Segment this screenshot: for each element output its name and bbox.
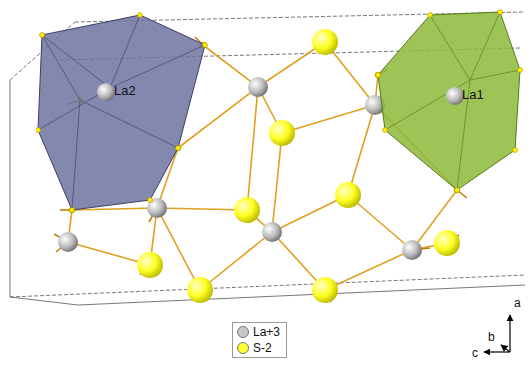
polyhedron-edge — [110, 45, 205, 88]
polyhedron-face — [38, 15, 205, 210]
sulfur-atom — [137, 252, 163, 278]
sulfur-vertex — [203, 43, 208, 48]
sulfur-vertex — [498, 10, 503, 15]
atom-label: La1 — [462, 87, 484, 102]
bond-line — [282, 105, 375, 133]
polyhedron-edge — [110, 15, 140, 88]
bond-line — [325, 250, 412, 290]
polyhedron-edge — [80, 100, 178, 148]
sulfur-atom — [312, 277, 338, 303]
lanthanum-atom — [97, 83, 115, 101]
sulfur-atom — [335, 182, 361, 208]
lanthanum-atom — [248, 77, 268, 97]
sulfur-vertex — [383, 128, 388, 133]
sulfur-vertex — [455, 188, 460, 193]
sulfur-vertex — [518, 68, 523, 73]
polyhedron-face — [378, 12, 520, 190]
sulfur-vertex — [148, 198, 153, 203]
legend-text: La+3 — [253, 325, 280, 339]
sulfur-atom — [187, 277, 213, 303]
legend-text: S-2 — [253, 341, 272, 355]
lanthanum-atom — [402, 240, 422, 260]
sulfur-vertex — [428, 13, 433, 18]
legend-swatch — [237, 326, 249, 338]
polyhedron-edge — [72, 100, 80, 210]
lanthanum-atom — [147, 198, 167, 218]
unit-cell — [10, 12, 525, 305]
sulfur-vertex — [36, 128, 41, 133]
axis-symbol — [484, 315, 510, 352]
coordination-polyhedron: La1 — [374, 8, 524, 194]
polyhedron-edge — [430, 15, 470, 80]
polyhedron-edge — [42, 35, 80, 100]
polyhedron-edge — [385, 80, 470, 130]
legend-box: La+3S-2 — [232, 322, 287, 358]
axis-label: c — [472, 346, 478, 360]
sulfur-vertex — [40, 33, 45, 38]
sulfur-vertex — [70, 208, 75, 213]
sulfur-atom — [434, 230, 460, 256]
axis-label: a — [514, 296, 521, 310]
legend-row: S-2 — [237, 340, 280, 356]
bond-line — [272, 133, 282, 232]
sulfur-vertex — [513, 148, 518, 153]
sulfur-vertex — [138, 13, 143, 18]
axis-label: b — [488, 330, 495, 344]
coordination-polyhedron: La2 — [36, 12, 208, 214]
sulfur-vertex — [376, 73, 381, 78]
sulfur-atom — [234, 197, 260, 223]
polyhedron-edge — [470, 70, 520, 80]
bond-line — [348, 105, 375, 195]
bond-line — [157, 208, 247, 210]
legend-swatch — [237, 342, 249, 354]
legend-row: La+3 — [237, 324, 280, 340]
bond-line — [203, 45, 258, 87]
polyhedron-shape — [36, 12, 208, 214]
polyhedron-edge — [470, 12, 500, 80]
atom-label: La2 — [114, 83, 136, 98]
bond-line — [200, 232, 272, 290]
polyhedron-edge — [42, 35, 110, 88]
polyhedron-shape — [374, 8, 524, 194]
sulfur-vertex — [176, 146, 181, 151]
bond-line — [157, 208, 200, 290]
lanthanum-atom — [262, 222, 282, 242]
bond-line — [247, 87, 258, 210]
sulfur-atom — [269, 120, 295, 146]
sulfur-atom — [312, 29, 338, 55]
lanthanum-atom — [58, 232, 78, 252]
lanthanum-atom — [446, 87, 464, 105]
